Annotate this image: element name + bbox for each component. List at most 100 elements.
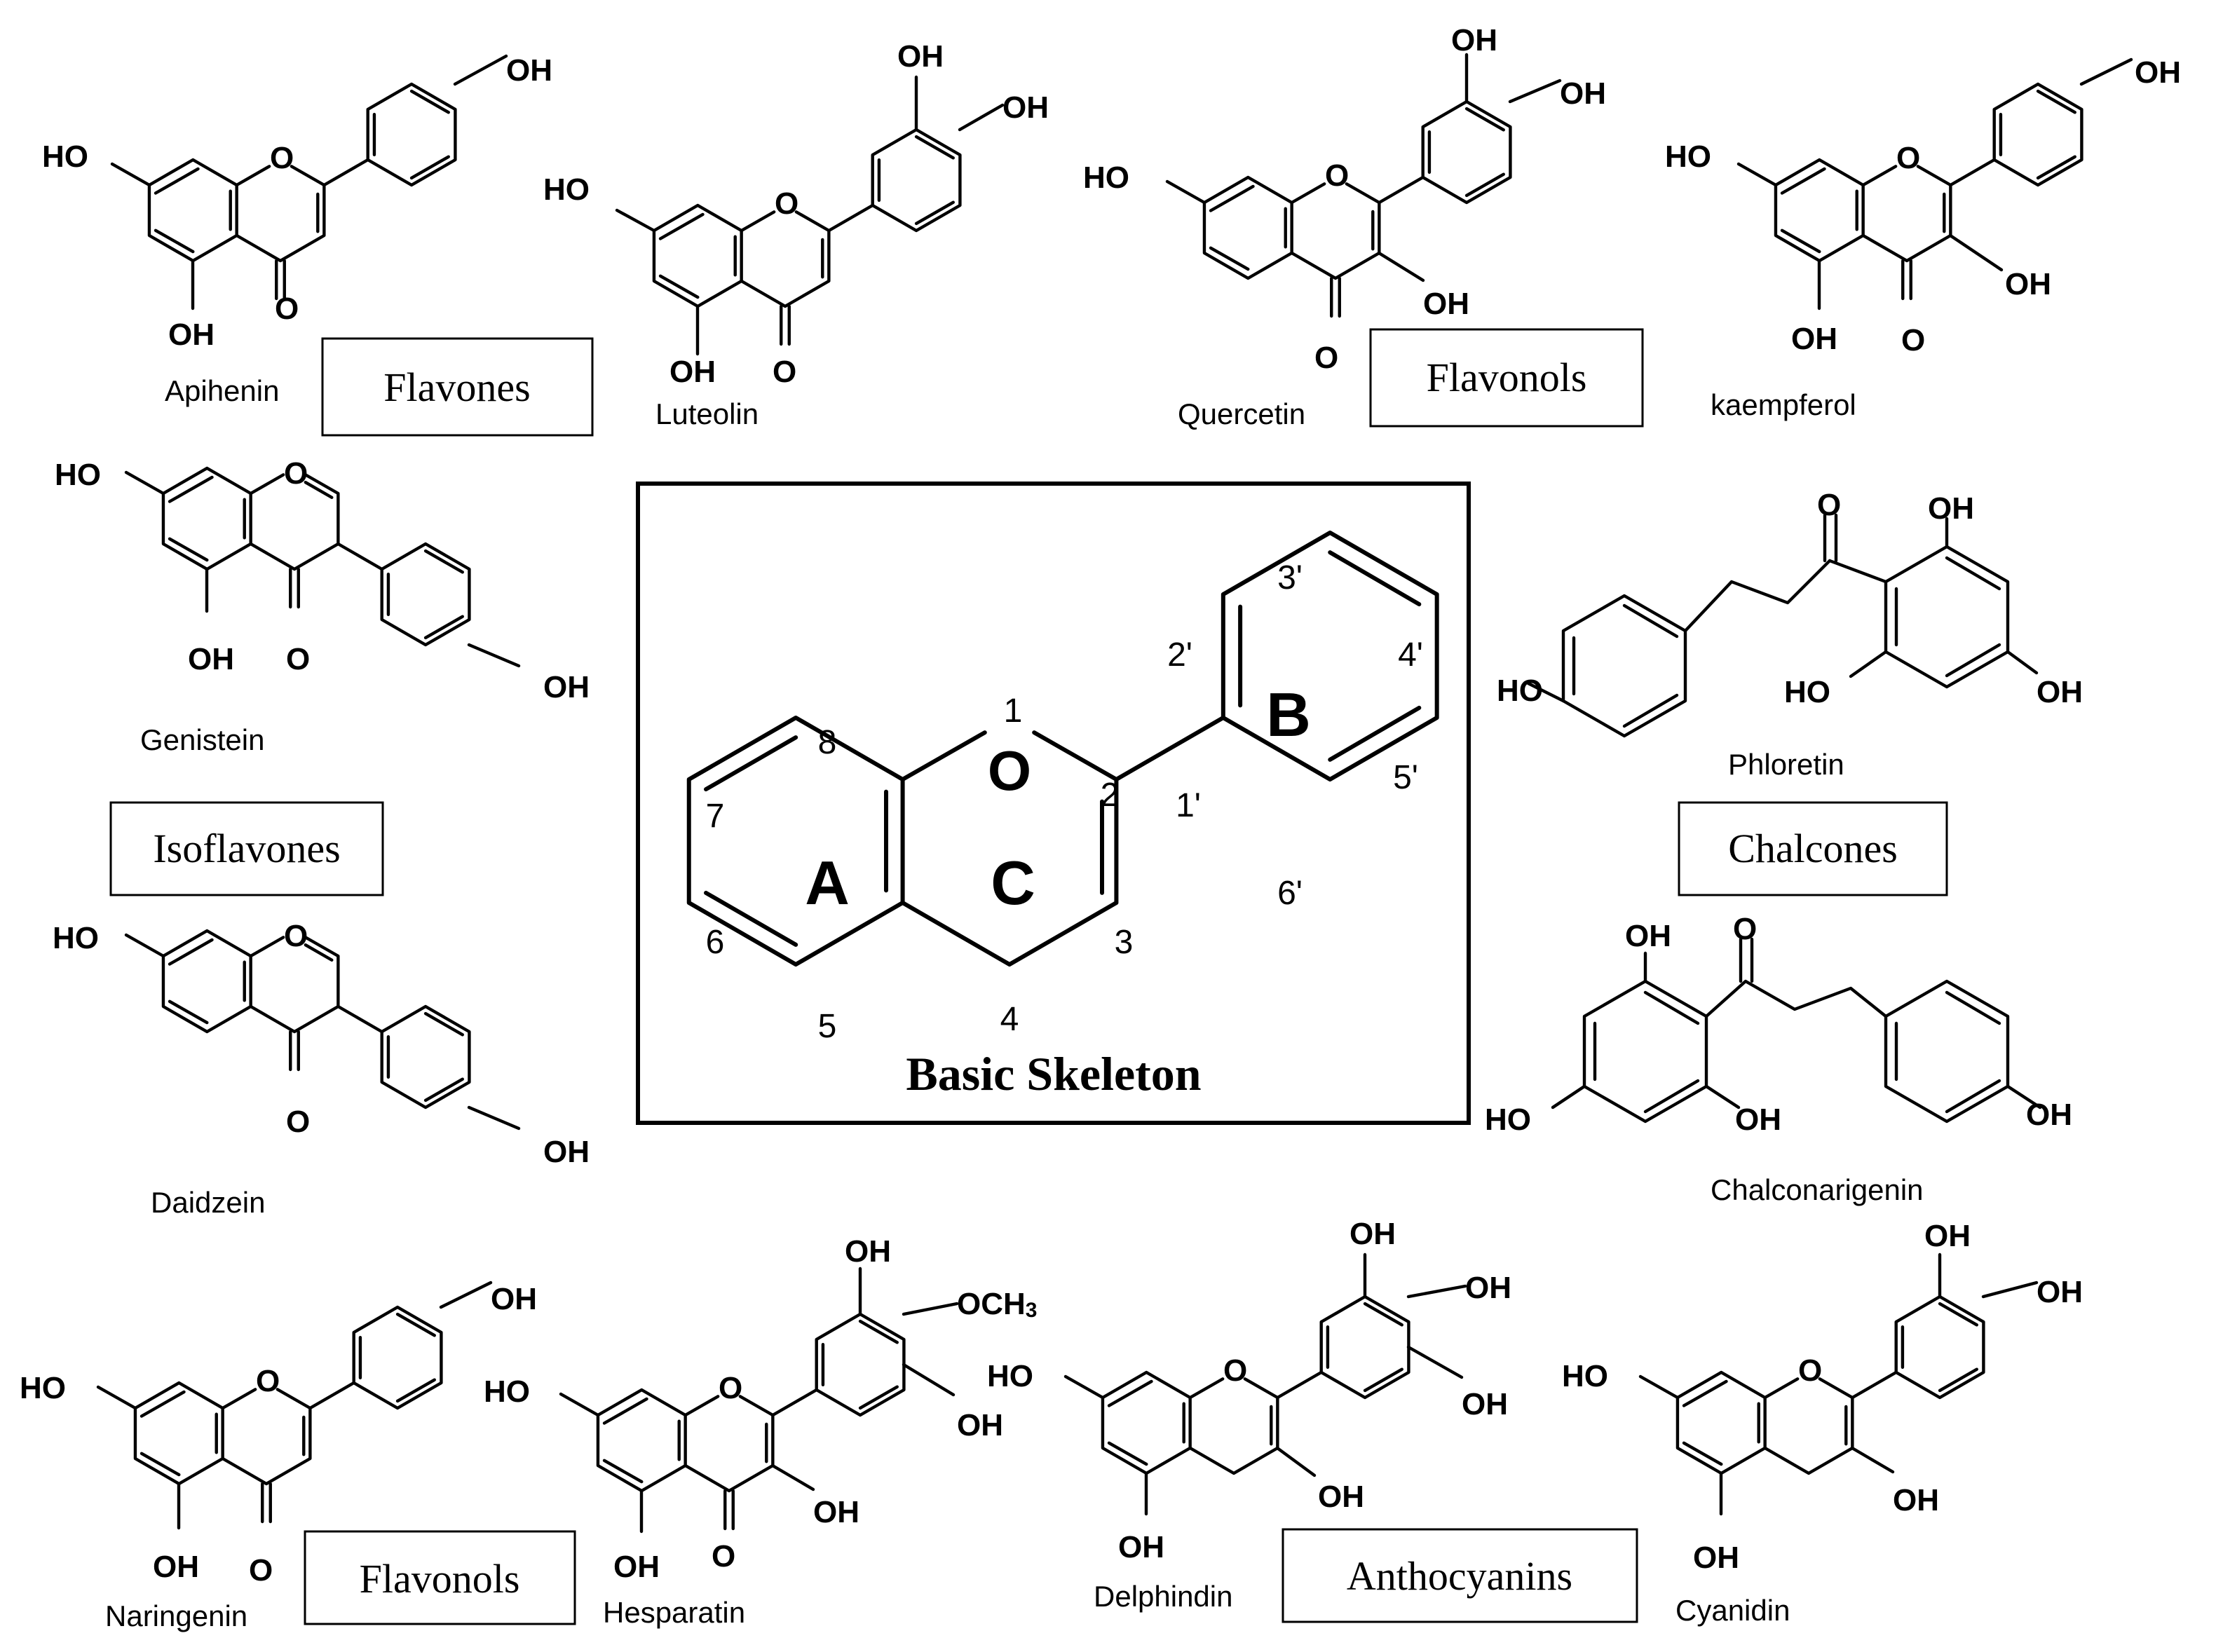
molecule-delphindin: O OH OH OH HO OH OH Delphindin	[987, 1217, 1511, 1613]
hydroxyl-2p: OH	[1625, 919, 1671, 953]
class-box-chalcones: Chalcones	[1678, 801, 1948, 896]
hydroxyl-7: HO	[484, 1374, 530, 1409]
position-6: 6	[706, 924, 725, 961]
class-label-flavonols-top: Flavonols	[1427, 355, 1587, 400]
name-chalconarigenin: Chalconarigenin	[1711, 1173, 1924, 1206]
ring-oxygen: O	[284, 456, 308, 491]
hydroxyl-4p: OH	[543, 1135, 590, 1169]
hydroxyl-5: OH	[613, 1550, 660, 1584]
position-1p: 1'	[1176, 787, 1201, 824]
name-cyanidin: Cyanidin	[1675, 1594, 1790, 1627]
hydroxyl-5: OH	[1118, 1530, 1164, 1564]
hydroxyl-5: OH	[1791, 322, 1837, 356]
hydroxyl-7: HO	[42, 139, 88, 174]
hydroxyl-7: HO	[1083, 161, 1129, 195]
hydroxyl-5p: OH	[1462, 1387, 1508, 1421]
hydroxyl-5p: OH	[957, 1408, 1003, 1442]
position-1: 1	[1004, 692, 1023, 730]
hydroxyl-2p: OH	[1928, 491, 1974, 526]
ring-label-a: A	[805, 848, 850, 917]
hydroxyl-4p: OH	[506, 53, 552, 88]
ring-oxygen: O	[1325, 158, 1349, 193]
carbonyl-oxygen: O	[773, 355, 796, 389]
hydroxyl-4: OH	[2026, 1098, 2072, 1132]
hydroxyl-4p: OH	[1465, 1271, 1511, 1305]
ring-label-b: B	[1266, 680, 1311, 749]
class-label-flavonols-bottom: Flavonols	[360, 1556, 520, 1602]
carbonyl-oxygen: O	[286, 1105, 310, 1139]
hydroxyl-5: OH	[153, 1550, 199, 1584]
molecule-daidzein: O O HO OH Daidzein	[53, 919, 590, 1219]
hydroxyl-7: HO	[1665, 139, 1711, 174]
hydroxyl-7: HO	[987, 1359, 1033, 1393]
hydroxyl-3p: OH	[1451, 23, 1497, 57]
position-5p: 5'	[1393, 759, 1418, 796]
hydroxyl-7: HO	[1562, 1359, 1608, 1393]
name-phloretin: Phloretin	[1728, 748, 1844, 781]
hydroxyl-6p: OH	[1735, 1103, 1781, 1137]
position-2p: 2'	[1167, 636, 1192, 674]
ring-oxygen: O	[1798, 1353, 1822, 1388]
molecule-naringenin: O O OH HO OH Naringenin	[20, 1282, 537, 1632]
class-box-isoflavones: Isoflavones	[109, 801, 384, 896]
hydroxyl-4p: OH	[491, 1282, 537, 1316]
name-quercetin: Quercetin	[1178, 397, 1305, 430]
class-box-flavonols-bottom: Flavonols	[304, 1530, 576, 1625]
hydroxyl-3p: OH	[845, 1234, 891, 1269]
position-5: 5	[818, 1008, 837, 1045]
carbonyl-oxygen: O	[1817, 488, 1841, 522]
hydroxyl-4p: OH	[2135, 55, 2181, 90]
hydroxyl-3p: OH	[1350, 1217, 1396, 1251]
ring-oxygen: O	[719, 1371, 742, 1405]
skeleton-oxygen: O	[988, 739, 1031, 802]
carbonyl-oxygen: O	[1901, 323, 1925, 357]
name-luteolin: Luteolin	[655, 397, 759, 430]
class-box-flavones: Flavones	[321, 337, 594, 437]
class-box-flavonols-top: Flavonols	[1369, 328, 1644, 428]
hydroxyl-5: OH	[1693, 1541, 1739, 1575]
hydroxyl-7: HO	[20, 1371, 66, 1405]
name-delphindin: Delphindin	[1094, 1580, 1232, 1613]
molecule-genistein: O O HO OH OH Genistein	[55, 456, 590, 756]
class-label-anthocyanins: Anthocyanins	[1347, 1553, 1572, 1599]
position-4: 4	[1000, 1001, 1019, 1038]
class-label-chalcones: Chalcones	[1728, 826, 1898, 871]
class-box-anthocyanins: Anthocyanins	[1282, 1528, 1638, 1623]
molecule-apihenin: O O OH HO OH Apihenin	[42, 53, 552, 407]
name-hesparatin: Hesparatin	[603, 1596, 745, 1629]
hydroxyl-6p: HO	[1784, 675, 1830, 709]
hydroxyl-4: HO	[1497, 674, 1543, 708]
carbonyl-oxygen: O	[1314, 341, 1338, 375]
carbonyl-oxygen: O	[712, 1539, 735, 1574]
hydroxyl-5: OH	[168, 318, 215, 352]
molecule-phloretin: O OH HO HO OH Phloretin	[1497, 488, 2083, 781]
hydroxyl-3p: OH	[897, 39, 944, 74]
hydroxyl-7: HO	[53, 921, 99, 955]
name-daidzein: Daidzein	[151, 1186, 265, 1219]
ring-oxygen: O	[284, 919, 308, 953]
position-3p: 3'	[1277, 559, 1303, 596]
hydroxyl-5: OH	[188, 642, 234, 676]
name-genistein: Genistein	[140, 723, 264, 756]
methoxy-4p: OCH3	[957, 1287, 1037, 1322]
hydroxyl-4p: OH	[543, 670, 590, 704]
ring-oxygen: O	[1223, 1353, 1247, 1388]
hydroxyl-3: OH	[813, 1495, 859, 1529]
position-4p: 4'	[1398, 636, 1423, 674]
ring-oxygen: O	[775, 186, 798, 221]
molecule-kaempferol: O O OH HO OH OH kaempferol	[1665, 55, 2181, 421]
position-3: 3	[1115, 924, 1134, 961]
molecule-quercetin: O O OH OH HO OH Quercetin	[1083, 23, 1606, 430]
hydroxyl-4p: OH	[2037, 675, 2083, 709]
ring-oxygen: O	[256, 1364, 280, 1398]
molecule-hesparatin: O O OH OCH3 OH HO OH OH Hesparatin	[484, 1234, 1037, 1629]
carbonyl-oxygen: O	[275, 292, 299, 326]
carbonyl-oxygen: O	[249, 1553, 273, 1588]
basic-skeleton-panel: O A C B 1 2 3 4 5 6 7 8 1' 2' 3' 4' 5' 6…	[638, 484, 1469, 1123]
name-naringenin: Naringenin	[105, 1599, 247, 1632]
class-label-flavones: Flavones	[383, 364, 530, 410]
hydroxyl-4p: OH	[1002, 90, 1049, 125]
ring-oxygen: O	[1896, 141, 1920, 175]
position-2: 2	[1101, 777, 1120, 814]
